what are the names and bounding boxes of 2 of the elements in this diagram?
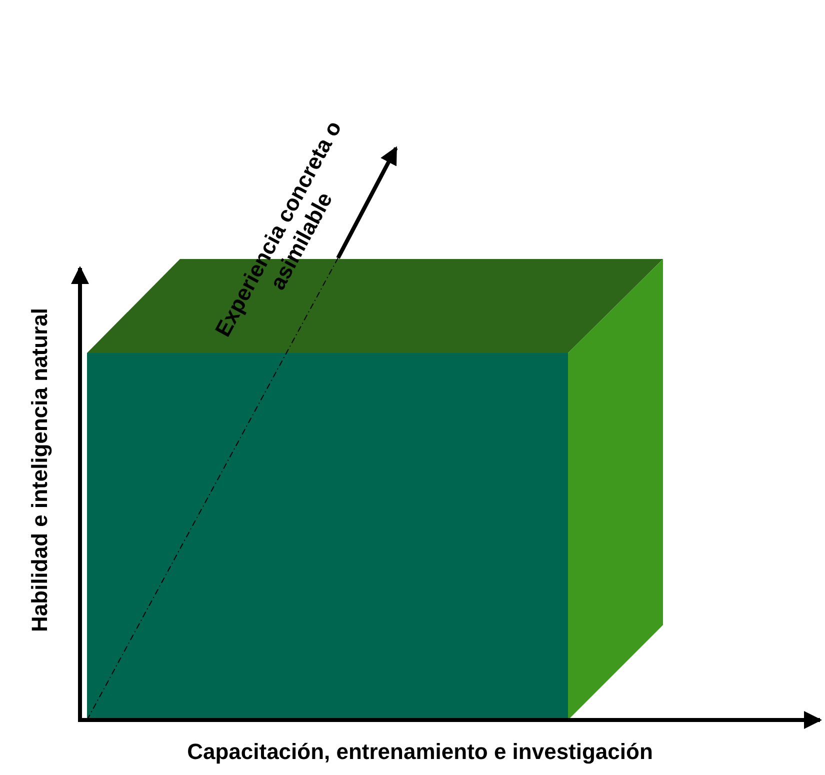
axis-label: Habilidad e inteligencia natural	[27, 307, 53, 634]
axis-label: Capacitación, entrenamiento e investigación	[186, 739, 654, 765]
